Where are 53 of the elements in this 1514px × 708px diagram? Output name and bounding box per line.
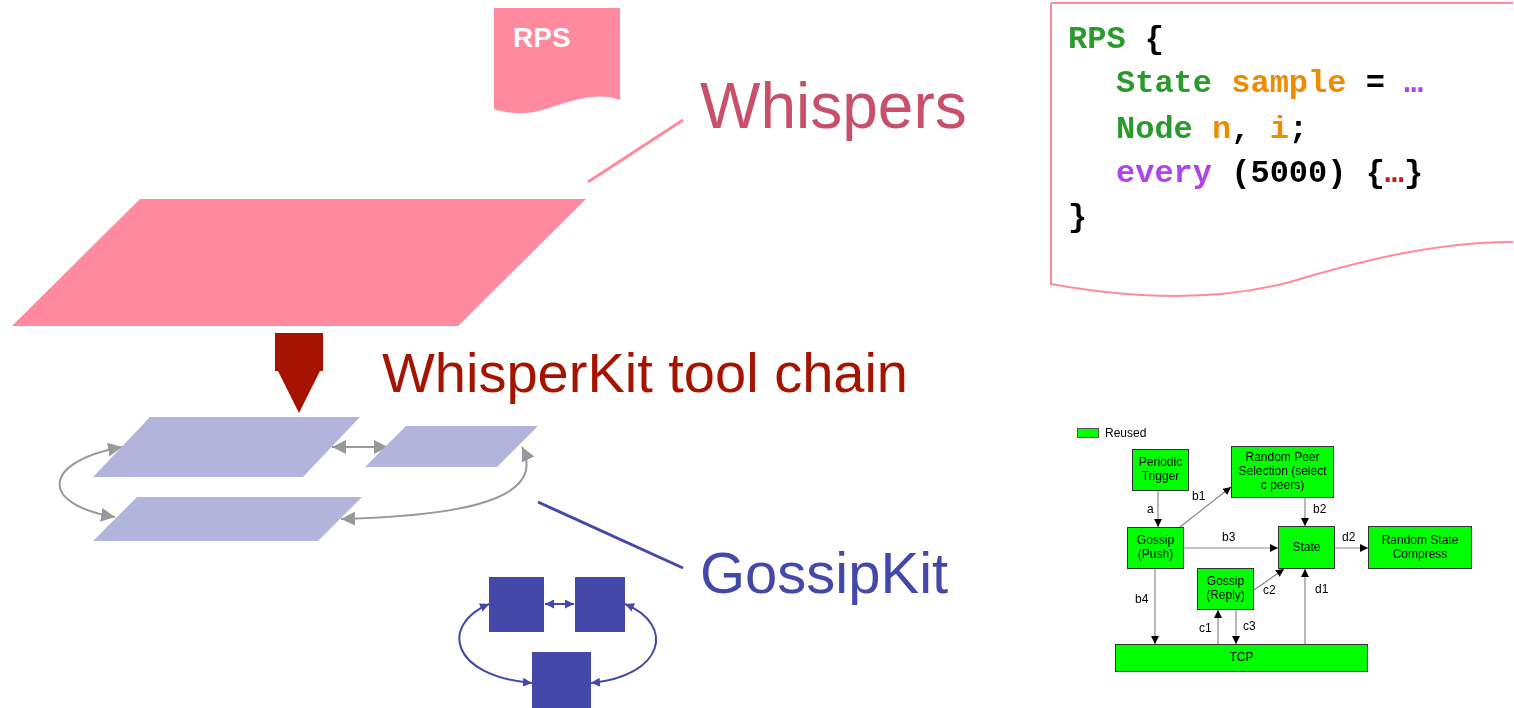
legend-label: Reused (1105, 427, 1147, 439)
document-title: RPS (513, 24, 571, 52)
parallelogram-shape (93, 497, 362, 541)
component-square (489, 577, 544, 632)
arrow (1214, 609, 1222, 645)
arrow (1151, 568, 1159, 645)
parallelogram-shape (12, 199, 586, 326)
process-box: Random State Compress (1368, 526, 1472, 569)
edge-label: c2 (1263, 584, 1276, 596)
edge-label: c3 (1243, 620, 1256, 632)
double-arrow (590, 603, 658, 687)
process-box: Periodic Trigger (1132, 449, 1189, 491)
double-arrow (544, 599, 575, 609)
code-card (1050, 2, 1514, 298)
edge-label: b1 (1192, 490, 1206, 502)
edge-label: a (1147, 503, 1154, 515)
edge-label: d2 (1342, 531, 1356, 543)
edge-label: b3 (1222, 531, 1236, 543)
arrow (1334, 544, 1369, 552)
process-box: Gossip (Reply) (1197, 568, 1254, 610)
parallelogram-shape (365, 426, 538, 467)
arrow (1183, 544, 1279, 552)
arrow (1232, 609, 1240, 645)
document-shape (494, 8, 620, 113)
code-line: Node n, i; (1116, 114, 1309, 146)
arrow (1154, 490, 1162, 528)
component-square (532, 652, 591, 708)
heading-text: GossipKit (700, 538, 949, 618)
process-box: State (1278, 526, 1335, 569)
arrow (1253, 568, 1285, 591)
double-arrow (340, 446, 534, 526)
arrow (1179, 486, 1232, 528)
heading-text: Whispers (700, 68, 967, 158)
code-line: } (1068, 202, 1088, 234)
process-box: Gossip (Push) (1127, 527, 1184, 569)
edge-label: d1 (1315, 583, 1329, 595)
code-line: State sample = … (1116, 68, 1424, 100)
arrow (1301, 568, 1309, 645)
code-line: RPS { (1068, 24, 1164, 56)
leader-line (587, 118, 684, 184)
code-line: every (5000) {…} (1116, 158, 1424, 190)
edge-label: c1 (1199, 622, 1212, 634)
arrow (1301, 497, 1309, 527)
process-box: Random Peer Selection (select c peers) (1231, 446, 1334, 498)
edge-label: b4 (1135, 593, 1149, 605)
leader-line (537, 500, 684, 570)
component-square (575, 577, 625, 632)
edge-label: b2 (1313, 503, 1327, 515)
parallelogram-shape (93, 417, 360, 477)
double-arrow (58, 443, 123, 521)
double-arrow (458, 603, 533, 687)
process-box: TCP (1115, 644, 1368, 672)
block-arrow (275, 333, 323, 413)
